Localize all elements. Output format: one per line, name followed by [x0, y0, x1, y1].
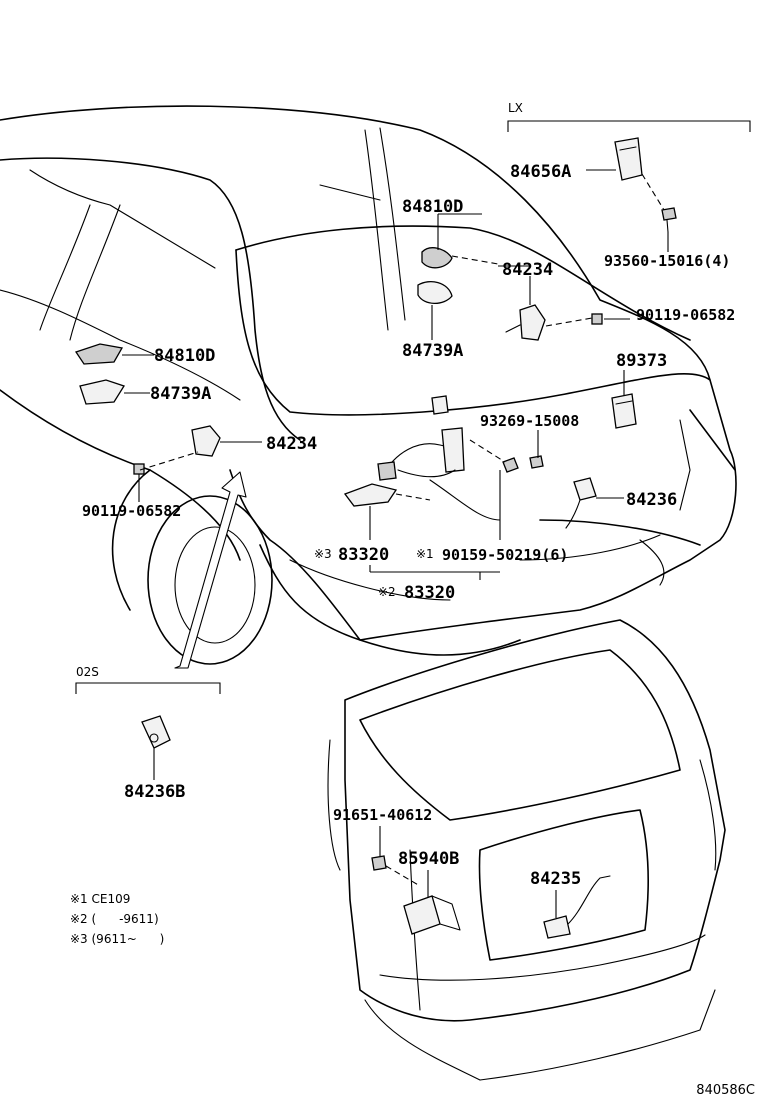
part-84234-left-shape	[191, 425, 221, 457]
sedan-body-outline	[0, 105, 737, 665]
label-84739a-center: 84739A	[402, 341, 463, 361]
label-90119-06582-right: 90119-06582	[636, 306, 735, 324]
part-84739a-left-shape	[79, 379, 125, 405]
part-84236-shape	[565, 477, 597, 529]
mark-note-3: ※3	[314, 547, 332, 561]
label-85940b: 85940B	[398, 849, 459, 869]
part-83320-shape	[343, 395, 465, 507]
part-84739a-center-shape	[417, 281, 453, 305]
part-labels: 84656A 93560-15016(4) 84810D 84234 90119…	[82, 162, 735, 889]
label-84656a: 84656A	[510, 162, 571, 182]
footnote-2: ※2 ( -9611)	[70, 912, 159, 926]
part-84656a-shape	[614, 137, 643, 181]
label-83320-a: 83320	[338, 545, 389, 565]
label-89373: 89373	[616, 351, 667, 371]
label-90119-06582-left: 90119-06582	[82, 502, 181, 520]
footnote-1: ※1 CE109	[70, 892, 130, 906]
part-84235-shape	[543, 875, 611, 939]
part-84810d-center-shape	[421, 247, 453, 269]
part-84234-center-shape	[505, 304, 546, 341]
direction-arrow	[174, 471, 247, 669]
leader-lines	[122, 169, 669, 918]
figure-number: 840586C	[696, 1083, 755, 1098]
label-84739a-left: 84739A	[150, 384, 211, 404]
o2s-variant-label: 02S	[76, 665, 99, 679]
label-83320-b: 83320	[404, 583, 455, 603]
footnotes: ※1 CE109 ※2 ( -9611) ※3 (9611~ )	[70, 892, 164, 946]
label-93269-15008: 93269-15008	[480, 412, 579, 430]
label-93560-15016: 93560-15016(4)	[604, 252, 730, 270]
part-90119-right-bolt	[591, 313, 603, 325]
label-84236: 84236	[626, 490, 677, 510]
mark-note-1: ※1	[416, 547, 434, 561]
lx-bracket: LX	[507, 101, 751, 132]
label-84810d-left: 84810D	[154, 346, 215, 366]
label-84810d-center: 84810D	[402, 197, 463, 217]
label-91651-40612: 91651-40612	[333, 806, 432, 824]
label-84234-left: 84234	[266, 434, 317, 454]
part-93560-screw	[661, 207, 677, 233]
label-84236b: 84236B	[124, 782, 185, 802]
mark-note-2: ※2	[378, 585, 396, 599]
label-84235: 84235	[530, 869, 581, 889]
part-84810d-left-shape	[74, 343, 124, 365]
lx-variant-label: LX	[508, 101, 523, 115]
part-85940b-shape	[403, 895, 461, 935]
o2s-bracket: 02S	[75, 665, 221, 694]
part-84236b-shape	[141, 715, 171, 749]
part-93269-clip	[502, 455, 544, 473]
label-90159-50219: 90159-50219(6)	[442, 546, 568, 564]
label-84234-center: 84234	[502, 260, 553, 280]
part-91651-screw	[371, 855, 387, 871]
part-89373-shape	[611, 393, 637, 429]
wagon-body-outline	[327, 619, 726, 1081]
footnote-3: ※3 (9611~ )	[70, 932, 164, 946]
